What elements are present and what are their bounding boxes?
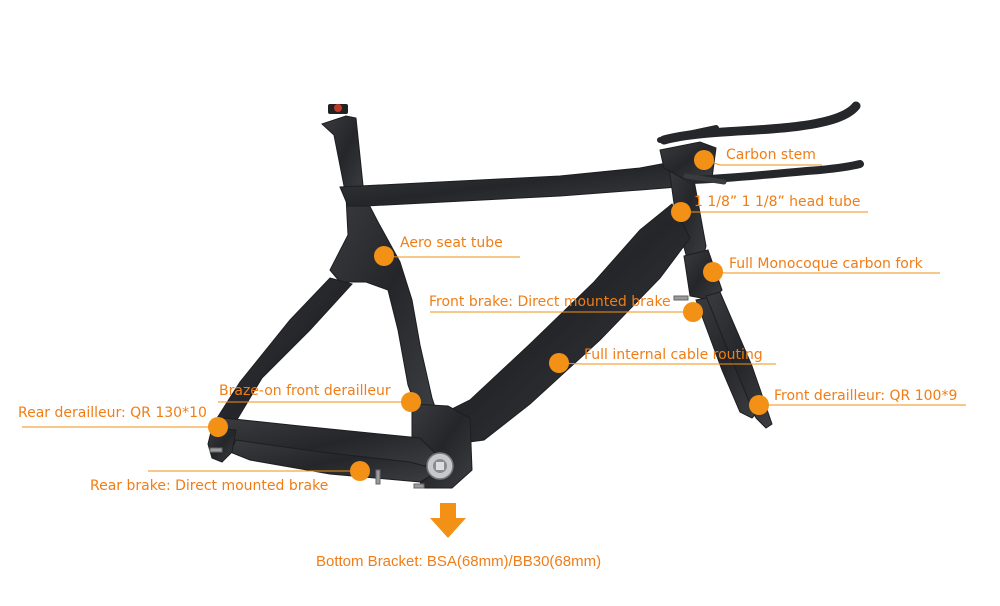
seatpost-clamp <box>328 104 348 114</box>
label-front-derailleur-qr: Front derailleur: QR 100*9 <box>774 388 958 404</box>
dot-front-brake <box>683 302 703 322</box>
dot-rear-brake <box>350 461 370 481</box>
dot-cable <box>549 353 569 373</box>
fork-blade-right <box>705 291 773 429</box>
label-rear-brake: Rear brake: Direct mounted brake <box>90 478 329 494</box>
label-aero-seat-tube: Aero seat tube <box>400 235 503 251</box>
aero-handlebar <box>657 101 864 185</box>
dot-braze-on <box>401 392 421 412</box>
dot-fork <box>703 262 723 282</box>
label-carbon-stem: Carbon stem <box>726 147 816 163</box>
label-cable-routing: Full internal cable routing <box>584 347 763 363</box>
top-tube <box>339 161 691 207</box>
label-bottom-bracket: Bottom Bracket: BSA(68mm)/BB30(68mm) <box>316 553 602 570</box>
bike-frame <box>207 115 773 489</box>
seat-post <box>321 115 365 197</box>
dot-aero-seat <box>374 246 394 266</box>
label-braze-on-front-derailleur: Braze-on front derailleur <box>219 383 391 399</box>
bb-cup <box>426 452 454 480</box>
dot-fd-qr <box>749 395 769 415</box>
leader-aero-seat <box>383 255 520 258</box>
leader-fork <box>712 271 940 274</box>
label-front-brake: Front brake: Direct mounted brake <box>429 294 671 310</box>
aero-seat-tube-shape <box>329 194 437 413</box>
hardware <box>209 295 689 489</box>
label-head-tube: 1 1/8” 1 1/8” head tube <box>694 194 861 210</box>
seat-stay <box>211 277 353 439</box>
chain-stay-lower <box>229 439 442 483</box>
callout-dots <box>208 150 769 481</box>
dot-head-tube <box>671 202 691 222</box>
label-carbon-fork: Full Monocoque carbon fork <box>729 256 923 272</box>
dot-rear-derailleur <box>208 417 228 437</box>
dot-carbon-stem <box>694 150 714 170</box>
label-rear-derailleur: Rear derailleur: QR 130*10 <box>18 405 207 421</box>
arrow-down-icon <box>430 503 466 538</box>
